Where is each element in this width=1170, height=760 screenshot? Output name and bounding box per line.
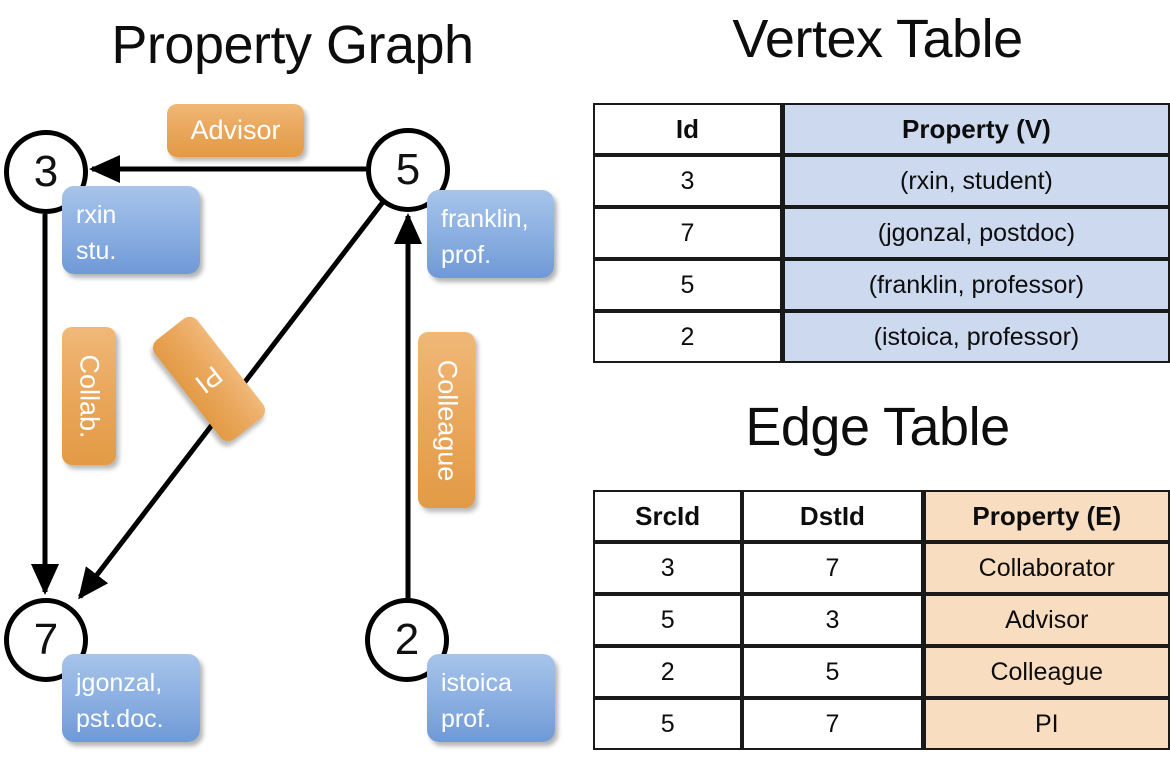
vertex-property-franklin-line2: prof. [441, 241, 492, 270]
table-row: 5 7 PI [593, 698, 1170, 750]
property-graph-diagram: 3 5 7 2 rxin stu. franklin, prof. jgonza… [4, 104, 555, 742]
vertex-node-5-label: 5 [395, 145, 421, 194]
vertex-property-franklin-line1: franklin, [441, 205, 529, 233]
edge-table-cell-srcid: 5 [593, 698, 743, 750]
vertex-node-5[interactable]: 5 [366, 128, 450, 212]
vertex-table-cell-id: 2 [593, 311, 782, 363]
edge-label-pi-text: PI [190, 359, 229, 400]
edge-table-header-row: SrcId DstId Property (E) [593, 490, 1170, 542]
vertex-table-header-id: Id [593, 103, 782, 155]
edge-label-advisor-text: Advisor [190, 115, 281, 145]
vertex-property-rxin-line2: stu. [76, 237, 117, 266]
edge-table-cell-property: PI [922, 698, 1170, 750]
vertex-property-istoica-line2: prof. [441, 705, 492, 734]
edge-table-cell-dstid: 5 [742, 646, 923, 698]
edge-label-colleague[interactable]: Colleague [418, 332, 475, 508]
vertex-node-2-label: 2 [394, 615, 420, 664]
edge-label-colleague-text: Colleague [432, 359, 462, 481]
edge-table-cell-property: Colleague [922, 646, 1170, 698]
edge-table: SrcId DstId Property (E) 3 7 Collaborato… [593, 490, 1170, 750]
edge-table-cell-property: Collaborator [922, 542, 1170, 594]
vertex-table-cell-property: (franklin, professor) [781, 259, 1170, 311]
edge-table-cell-srcid: 3 [593, 542, 743, 594]
table-row: 3 (rxin, student) [593, 155, 1170, 207]
vertex-table-header-row: Id Property (V) [593, 103, 1170, 155]
vertex-property-box-rxin[interactable]: rxin stu. [62, 186, 200, 274]
table-row: 5 3 Advisor [593, 594, 1170, 646]
edge-table-cell-srcid: 5 [593, 594, 743, 646]
edge-label-collab-text: Collab. [74, 353, 105, 439]
vertex-table-cell-property: (istoica, professor) [781, 311, 1170, 363]
page-title-vertex-table: Vertex Table [732, 9, 1023, 69]
vertex-table: Id Property (V) 3 (rxin, student) 7 (jgo… [593, 103, 1170, 363]
vertex-table-cell-id: 3 [593, 155, 782, 207]
vertex-node-7-label: 7 [33, 615, 59, 664]
vertex-property-rxin-line1: rxin [76, 201, 117, 229]
table-row: 5 (franklin, professor) [593, 259, 1170, 311]
vertex-node-3-label: 3 [33, 147, 59, 196]
edge-label-collab[interactable]: Collab. [62, 327, 116, 465]
edge-table-cell-srcid: 2 [593, 646, 743, 698]
vertex-property-box-franklin[interactable]: franklin, prof. [427, 190, 554, 278]
vertex-property-jgonzal-line1: jgonzal, [76, 669, 163, 697]
vertex-table-header-property: Property (V) [781, 103, 1170, 155]
page-title-edge-table: Edge Table [745, 397, 1010, 457]
table-row: 2 5 Colleague [593, 646, 1170, 698]
table-row: 7 (jgonzal, postdoc) [593, 207, 1170, 259]
edge-table-cell-dstid: 3 [742, 594, 923, 646]
vertex-property-box-istoica[interactable]: istoica prof. [427, 654, 555, 742]
edge-table-cell-dstid: 7 [742, 698, 923, 750]
vertex-property-istoica-line1: istoica [441, 669, 512, 697]
edge-table-cell-dstid: 7 [742, 542, 923, 594]
table-row: 3 7 Collaborator [593, 542, 1170, 594]
edge-label-advisor[interactable]: Advisor [167, 104, 304, 157]
vertex-property-jgonzal-line2: pst.doc. [76, 705, 164, 734]
page-title-property-graph: Property Graph [111, 15, 474, 75]
vertex-table-cell-id: 5 [593, 259, 782, 311]
vertex-table-cell-id: 7 [593, 207, 782, 259]
vertex-property-box-jgonzal[interactable]: jgonzal, pst.doc. [62, 654, 200, 742]
edge-table-header-srcid: SrcId [593, 490, 743, 542]
edge-table-cell-property: Advisor [922, 594, 1170, 646]
edge-table-header-property: Property (E) [922, 490, 1170, 542]
vertex-table-cell-property: (rxin, student) [781, 155, 1170, 207]
vertex-table-cell-property: (jgonzal, postdoc) [781, 207, 1170, 259]
table-row: 2 (istoica, professor) [593, 311, 1170, 363]
edge-table-header-dstid: DstId [742, 490, 923, 542]
vertex-node-2[interactable]: 2 [365, 598, 449, 682]
